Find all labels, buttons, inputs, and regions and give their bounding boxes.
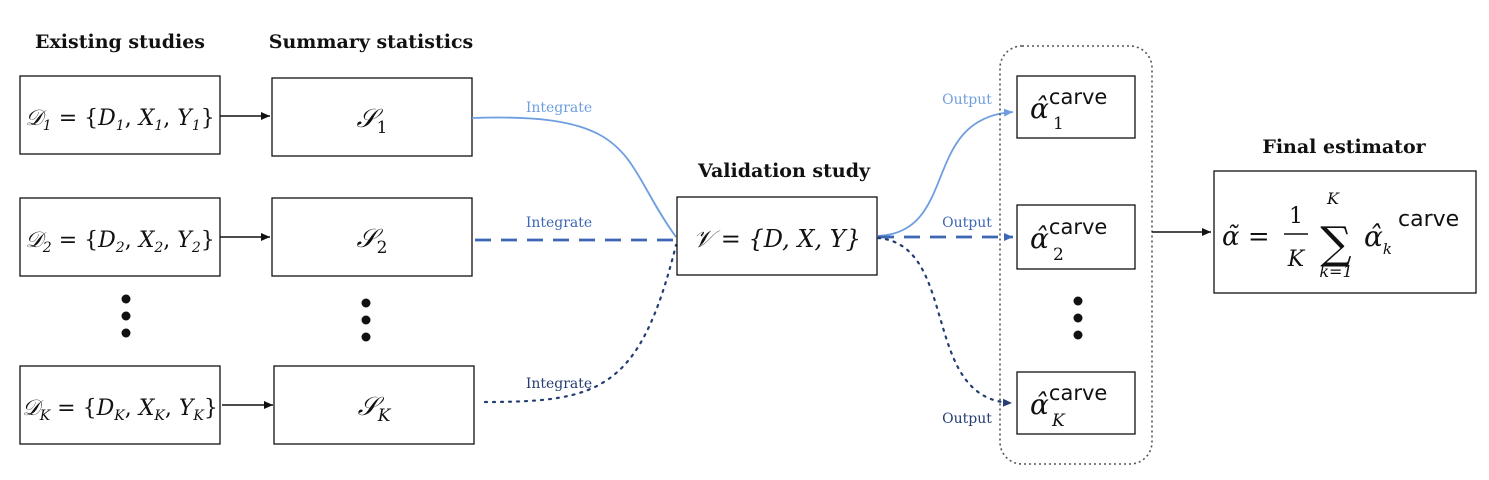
study-label-2: 𝒟2 = {D2, X2, Y2}: [25, 228, 215, 256]
ellipsis-dots-outputs: [1073, 296, 1083, 340]
final-alpha-term: α̂kcarve: [1364, 207, 1459, 258]
study-box-1: 𝒟1 = {D1, X1, Y1}: [19, 75, 221, 155]
output-sub-k: K: [1051, 411, 1066, 431]
ellipsis-dots-stats: [361, 298, 371, 342]
integrate-label-2: Integrate: [526, 215, 592, 231]
study-box-2: 𝒟2 = {D2, X2, Y2}: [19, 197, 221, 277]
stats-box-2: 𝒮2: [271, 197, 473, 277]
header-existing-studies: Existing studies: [35, 31, 205, 53]
output-curve-k: [876, 236, 1014, 407]
output-alpha-2: α̂carve: [1030, 215, 1107, 255]
final-lhs: α̃ =: [1222, 222, 1270, 252]
output-alpha-k: α̂carve: [1030, 381, 1107, 421]
study-label-1: 𝒟1 = {D1, X1, Y1}: [25, 106, 215, 134]
integrate-curve-1: [471, 116, 677, 238]
final-fraction-den: K: [1287, 247, 1306, 272]
output-label-1: Output: [942, 92, 992, 108]
header-final-estimator: Final estimator: [1262, 136, 1426, 158]
stats-box-k: 𝒮K: [273, 365, 475, 445]
final-fraction-num: 1: [1289, 204, 1303, 229]
output-label-k: Output: [942, 411, 992, 427]
validation-label: 𝒱 = {D, X, Y}: [693, 225, 861, 253]
output-alpha-1: α̂carve: [1030, 85, 1107, 125]
final-estimator-box: α̃ = 1 K ∑ K k=1 α̂kcarve: [1213, 170, 1477, 294]
integrate-label-1: Integrate: [526, 100, 592, 116]
header-validation-study: Validation study: [697, 160, 871, 182]
integrate-curve-k: [483, 243, 678, 404]
output-box-2: α̂carve 2: [1016, 204, 1136, 270]
stats-label-1: 𝒮1: [357, 104, 388, 138]
output-label-2: Output: [942, 215, 992, 231]
outputs-group-container: [999, 45, 1153, 465]
study-label-k: 𝒟K = {DK, XK, YK}: [22, 396, 218, 424]
final-sum-symbol: ∑: [1320, 218, 1351, 269]
study-box-k: 𝒟K = {DK, XK, YK}: [19, 365, 221, 445]
output-sub-2: 2: [1053, 245, 1064, 265]
header-summary-statistics: Summary statistics: [269, 31, 473, 53]
validation-box: 𝒱 = {D, X, Y}: [676, 196, 878, 276]
final-sum-lower: k=1: [1319, 262, 1352, 281]
output-sub-1: 1: [1053, 114, 1064, 134]
integrate-label-k: Integrate: [526, 376, 592, 392]
output-box-1: α̂carve 1: [1016, 75, 1136, 139]
stats-box-1: 𝒮1: [271, 77, 473, 157]
output-box-k: α̂carve K: [1016, 371, 1136, 435]
output-curve-1: [877, 108, 1014, 237]
ellipsis-dots-studies: [121, 294, 131, 338]
final-sum-upper: K: [1326, 189, 1340, 208]
